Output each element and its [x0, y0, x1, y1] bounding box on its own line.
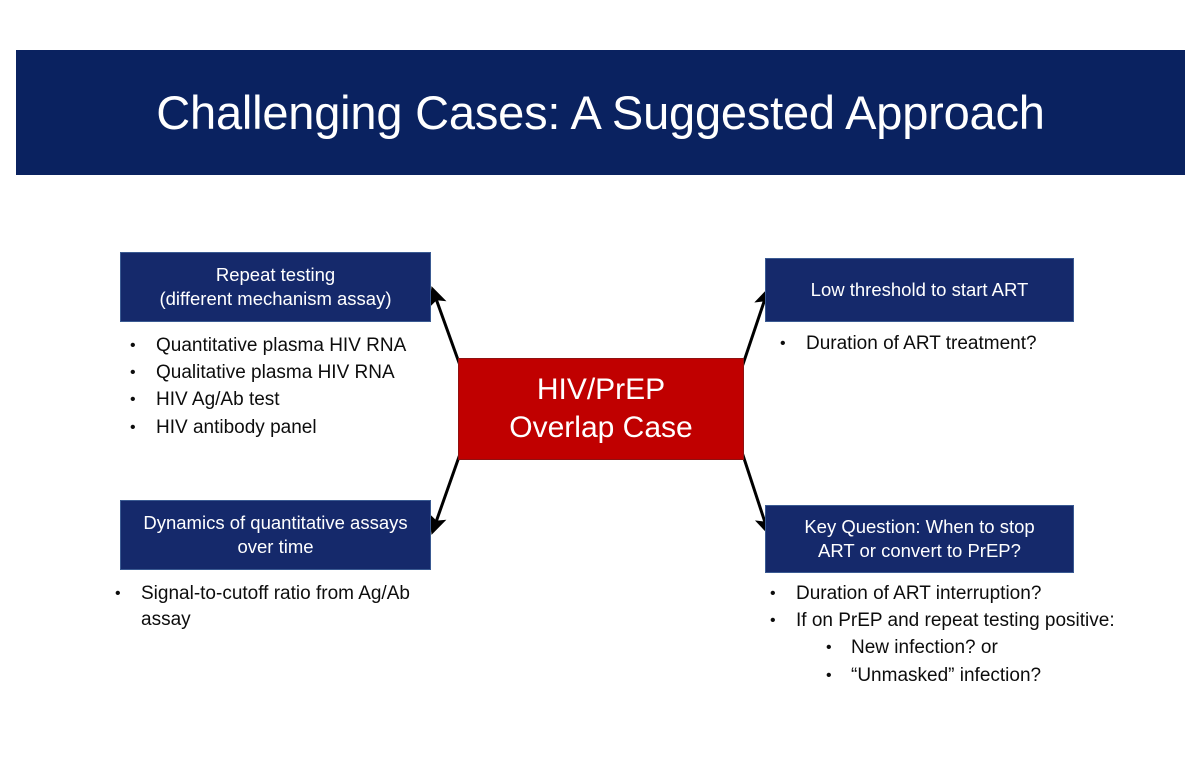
- bullet-icon: •: [770, 612, 776, 630]
- list-item-label: New infection? or: [851, 637, 998, 659]
- bullet-list-dynamics: • Signal-to-cutoff ratio from Ag/Ab assa…: [115, 581, 435, 634]
- list-item: • Quantitative plasma HIV RNA: [130, 333, 450, 359]
- page-title: Challenging Cases: A Suggested Approach: [156, 85, 1045, 139]
- list-item-label: Duration of ART interruption?: [796, 583, 1042, 604]
- list-item: • HIV Ag/Ab test: [130, 387, 450, 413]
- title-banner: Challenging Cases: A Suggested Approach: [16, 50, 1185, 175]
- list-item: • Duration of ART interruption?: [770, 581, 1130, 607]
- list-item: • Qualitative plasma HIV RNA: [130, 360, 450, 386]
- list-item-label: “Unmasked” infection?: [851, 664, 1042, 686]
- list-item: • “Unmasked” infection?: [770, 663, 1130, 689]
- list-item-label: If on PrEP and repeat testing positive:: [796, 610, 1115, 632]
- node-heading-line-2: over time: [237, 536, 314, 557]
- bullet-icon: •: [130, 391, 136, 409]
- list-item-label: HIV Ag/Ab test: [156, 389, 280, 411]
- node-heading-line-1: Low threshold to start ART: [810, 279, 1029, 301]
- bullet-icon: •: [130, 364, 136, 382]
- bullet-icon: •: [770, 585, 776, 602]
- list-item: • If on PrEP and repeat testing positive…: [770, 608, 1130, 634]
- center-node-line-2: Overlap Case: [509, 411, 693, 444]
- bullet-icon: •: [826, 666, 832, 684]
- bullet-list-key-question: • Duration of ART interruption? • If on …: [770, 581, 1130, 690]
- center-node-line-1: HIV/PrEP: [536, 373, 666, 407]
- list-item-label: HIV antibody panel: [156, 416, 317, 438]
- list-item: • Duration of ART treatment?: [780, 331, 1110, 357]
- node-box-low-threshold-to-start-art[interactable]: Low threshold to start ART: [765, 258, 1074, 322]
- bullet-icon: •: [130, 418, 136, 436]
- bullet-list-repeat-testing: • Quantitative plasma HIV RNA • Qualitat…: [130, 333, 450, 442]
- list-item-label: Quantitative plasma HIV RNA: [156, 335, 407, 356]
- center-node-hiv-prep-overlap-case[interactable]: HIV/PrEP Overlap Case: [458, 358, 744, 460]
- node-box-key-question[interactable]: Key Question: When to stop ART or conver…: [765, 505, 1074, 573]
- list-item-label: Qualitative plasma HIV RNA: [156, 362, 395, 384]
- list-item-label: Signal-to-cutoff ratio from Ag/Ab assay: [141, 583, 410, 631]
- bullet-icon: •: [780, 335, 786, 352]
- list-item: • New infection? or: [770, 635, 1130, 661]
- node-heading-line-2: ART or convert to PrEP?: [818, 540, 1021, 561]
- bullet-icon: •: [826, 639, 832, 657]
- node-heading-line-1: Key Question: When to stop: [804, 516, 1035, 538]
- node-box-repeat-testing[interactable]: Repeat testing (different mechanism assa…: [120, 252, 431, 322]
- node-heading-line-1: Repeat testing: [215, 264, 336, 286]
- list-item: • HIV antibody panel: [130, 415, 450, 441]
- list-item: • Signal-to-cutoff ratio from Ag/Ab assa…: [115, 581, 435, 633]
- node-heading-line-1: Dynamics of quantitative assays: [143, 512, 408, 534]
- bullet-icon: •: [130, 337, 136, 354]
- node-heading-line-2: (different mechanism assay): [159, 288, 392, 309]
- bullet-list-low-threshold: • Duration of ART treatment?: [780, 331, 1110, 358]
- node-box-dynamics-of-quantitative-assays[interactable]: Dynamics of quantitative assays over tim…: [120, 500, 431, 570]
- bullet-icon: •: [115, 585, 121, 602]
- list-item-label: Duration of ART treatment?: [806, 333, 1037, 354]
